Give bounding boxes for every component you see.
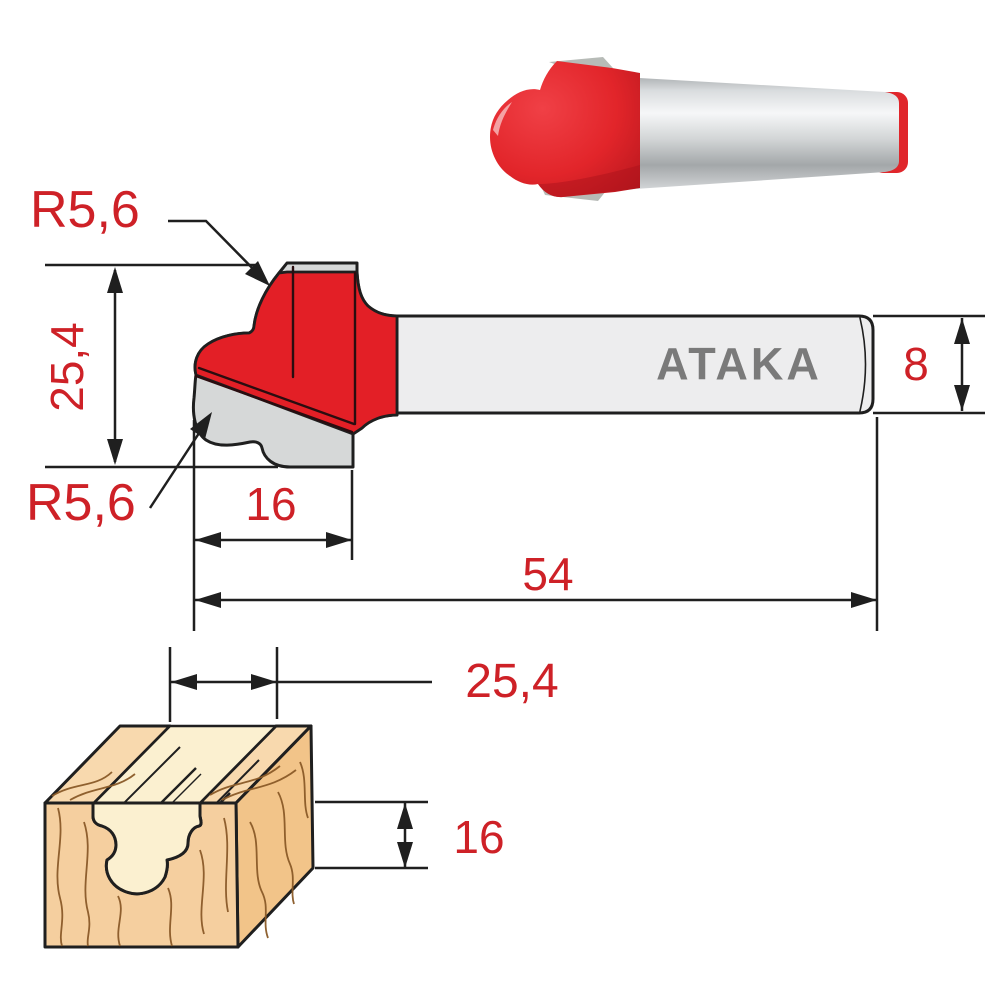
drawing-shank: [395, 314, 875, 415]
drawing-shank-cap-line: [859, 317, 867, 412]
cut-length-label: 16: [245, 478, 297, 530]
groove-front-profile: [91, 801, 203, 896]
brand-logo-text: ATAKA: [656, 338, 822, 390]
dimension-lines: [45, 219, 985, 631]
dimension-arrowheads: [107, 261, 970, 608]
drawing-facet-lines: [194, 265, 357, 434]
product-photo: [490, 57, 908, 201]
cut-height-label: 25,4: [41, 322, 93, 412]
photo-head-highlight: [493, 102, 512, 136]
wood-block: [43, 647, 432, 949]
groove-width-label: 25,4: [465, 655, 559, 708]
radius-top-label: R5,6: [30, 181, 140, 239]
bit-drawing: [191, 261, 875, 469]
photo-head-shadow: [538, 165, 640, 198]
photo-shank: [621, 77, 899, 190]
total-length-label: 54: [522, 548, 574, 600]
photo-head: [490, 61, 640, 198]
block-dimension-arrowheads: [171, 674, 413, 868]
shank-diameter-label: 8: [903, 338, 929, 390]
wood-grain: [51, 761, 309, 947]
groove-depth-label: 16: [453, 811, 505, 863]
radius-bottom-label: R5,6: [26, 474, 136, 532]
